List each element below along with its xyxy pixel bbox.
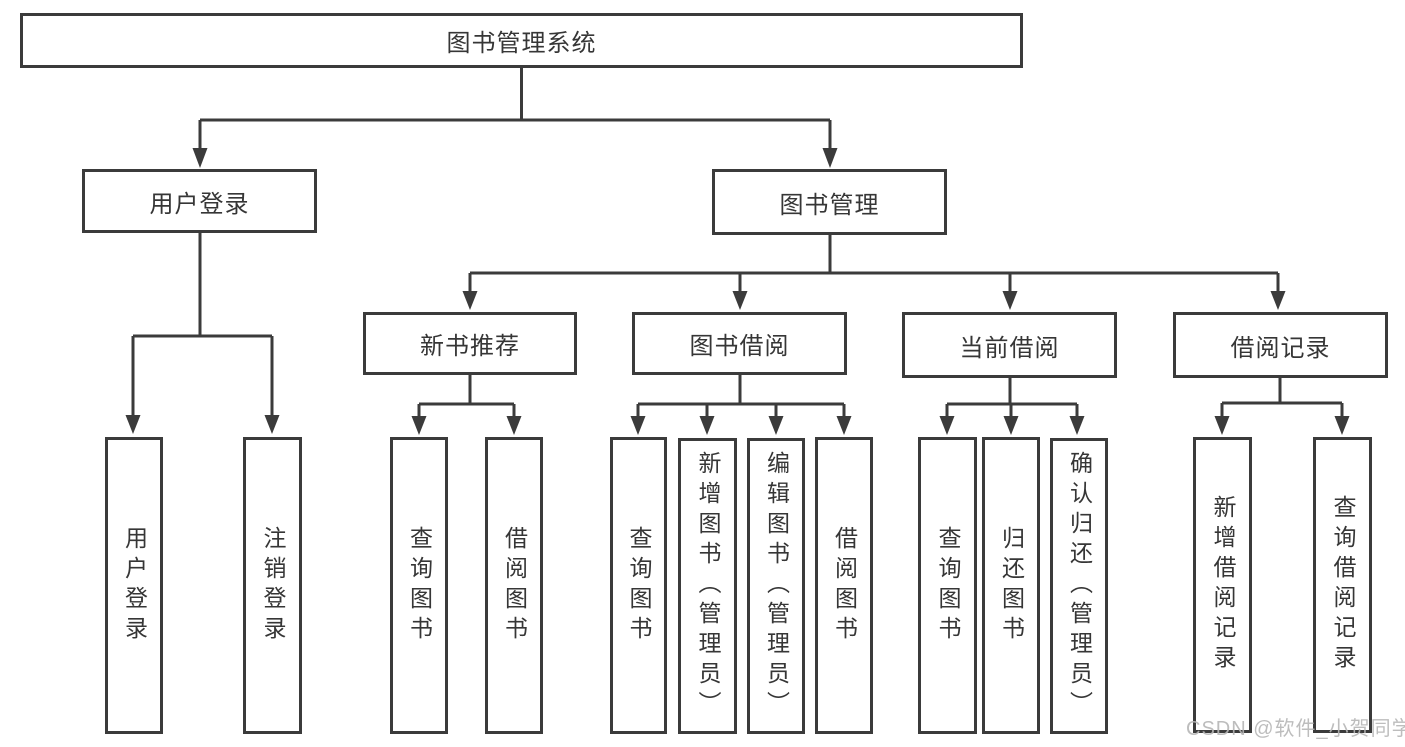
csdn-watermark: CSDN @软件_小贺同学 [1186,718,1405,740]
leaf-borrow-add-books-admin: 新增图书（管理员） [678,438,737,734]
leaf-record-add-borrow-record: 新增借阅记录 [1193,437,1252,733]
leaf-current-confirm-return-admin: 确认归还（管理员） [1050,438,1108,734]
node-borrow-record: 借阅记录 [1173,312,1388,378]
leaf-current-return-books: 归还图书 [982,437,1040,734]
leaf-borrow-borrow-books: 借阅图书 [815,437,873,734]
leaf-user-login: 用户登录 [105,437,163,734]
leaf-current-query-books: 查询图书 [918,437,977,734]
leaf-recommend-borrow-books: 借阅图书 [485,437,543,734]
leaf-borrow-query-books: 查询图书 [610,437,667,734]
node-user-login: 用户登录 [82,169,317,233]
leaf-logout: 注销登录 [243,437,302,734]
node-current-borrow: 当前借阅 [902,312,1117,378]
node-book-borrow: 图书借阅 [632,312,847,375]
arrowheads [125,148,1350,435]
node-library-management-system: 图书管理系统 [20,13,1023,68]
leaf-borrow-edit-books-admin: 编辑图书（管理员） [747,438,805,734]
node-book-management: 图书管理 [712,169,947,235]
node-new-book-recommend: 新书推荐 [363,312,577,375]
leaf-record-query-borrow-record: 查询借阅记录 [1313,437,1372,733]
leaf-recommend-query-books: 查询图书 [390,437,448,734]
